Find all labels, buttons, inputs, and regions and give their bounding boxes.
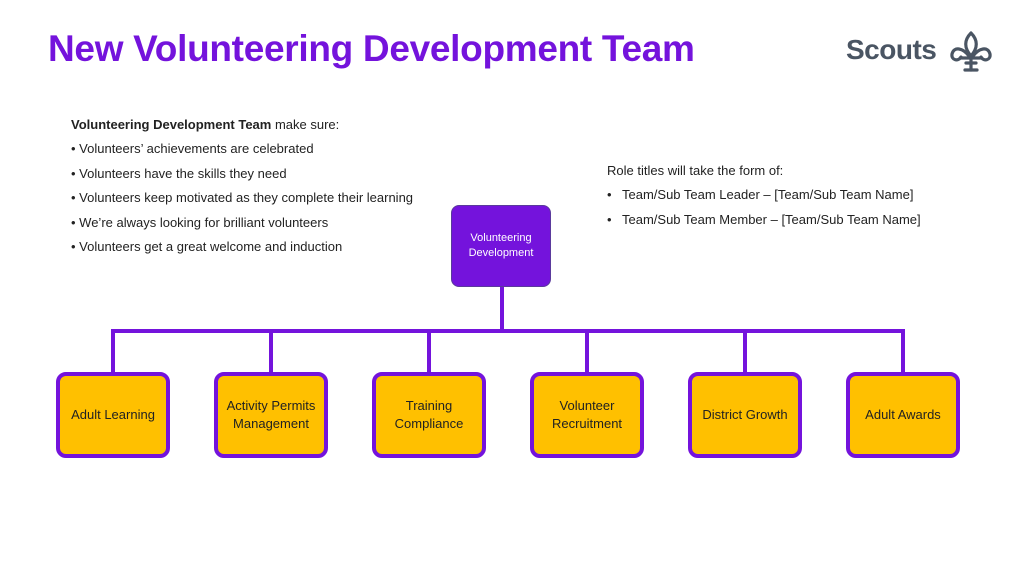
bullet-icon: • bbox=[607, 187, 612, 203]
org-child-node: Activity Permits Management bbox=[214, 372, 328, 458]
intro-bullet: • Volunteers’ achievements are celebrate… bbox=[71, 141, 314, 157]
org-child-label: Adult Awards bbox=[865, 407, 941, 422]
intro-bullet: • Volunteers get a great welcome and ind… bbox=[71, 239, 343, 255]
org-child-label: Adult Learning bbox=[71, 407, 155, 422]
org-child-label: Volunteer Recruitment bbox=[551, 398, 623, 431]
org-child-node: Volunteer Recruitment bbox=[530, 372, 644, 458]
logo-text: Scouts bbox=[846, 34, 937, 65]
scouts-logo: Scouts bbox=[846, 30, 996, 76]
roles-heading: Role titles will take the form of: bbox=[607, 163, 784, 178]
intro-lead-bold: Volunteering Development Team bbox=[71, 117, 272, 132]
org-child-node: District Growth bbox=[688, 372, 802, 458]
page-title: New Volunteering Development Team bbox=[48, 28, 695, 69]
org-child-node: Training Compliance bbox=[372, 372, 486, 458]
org-child-label: District Growth bbox=[702, 407, 788, 422]
fleur-de-lis-icon bbox=[950, 31, 992, 72]
intro-lead: Volunteering Development Team make sure: bbox=[71, 113, 413, 137]
intro-lead-rest: make sure: bbox=[271, 117, 340, 132]
roles-list: Role titles will take the form of: • Team… bbox=[607, 159, 921, 232]
roles-item-text: Team/Sub Team Leader – [Team/Sub Team Na… bbox=[622, 187, 914, 203]
intro-list: Volunteering Development Team make sure:… bbox=[71, 113, 413, 259]
intro-bullet: • Volunteers keep motivated as they comp… bbox=[71, 190, 414, 206]
roles-item: • Team/Sub Team Leader – [Team/Sub Team N… bbox=[607, 183, 921, 207]
intro-bullet: • Volunteers have the skills they need bbox=[71, 165, 287, 181]
roles-item: • Team/Sub Team Member – [Team/Sub Team N… bbox=[607, 208, 921, 232]
intro-bullet: • We’re always looking for brilliant vol… bbox=[71, 214, 329, 230]
org-child-label: Training Compliance bbox=[394, 398, 464, 431]
org-root-node: Volunteering Development bbox=[451, 205, 551, 287]
org-child-node: Adult Awards bbox=[846, 372, 960, 458]
org-root-label: Volunteering Development bbox=[468, 232, 534, 259]
bullet-icon: • bbox=[607, 211, 612, 227]
org-child-node: Adult Learning bbox=[56, 372, 170, 458]
roles-item-text: Team/Sub Team Member – [Team/Sub Team Na… bbox=[622, 211, 921, 227]
org-child-label: Activity Permits Management bbox=[226, 398, 316, 431]
